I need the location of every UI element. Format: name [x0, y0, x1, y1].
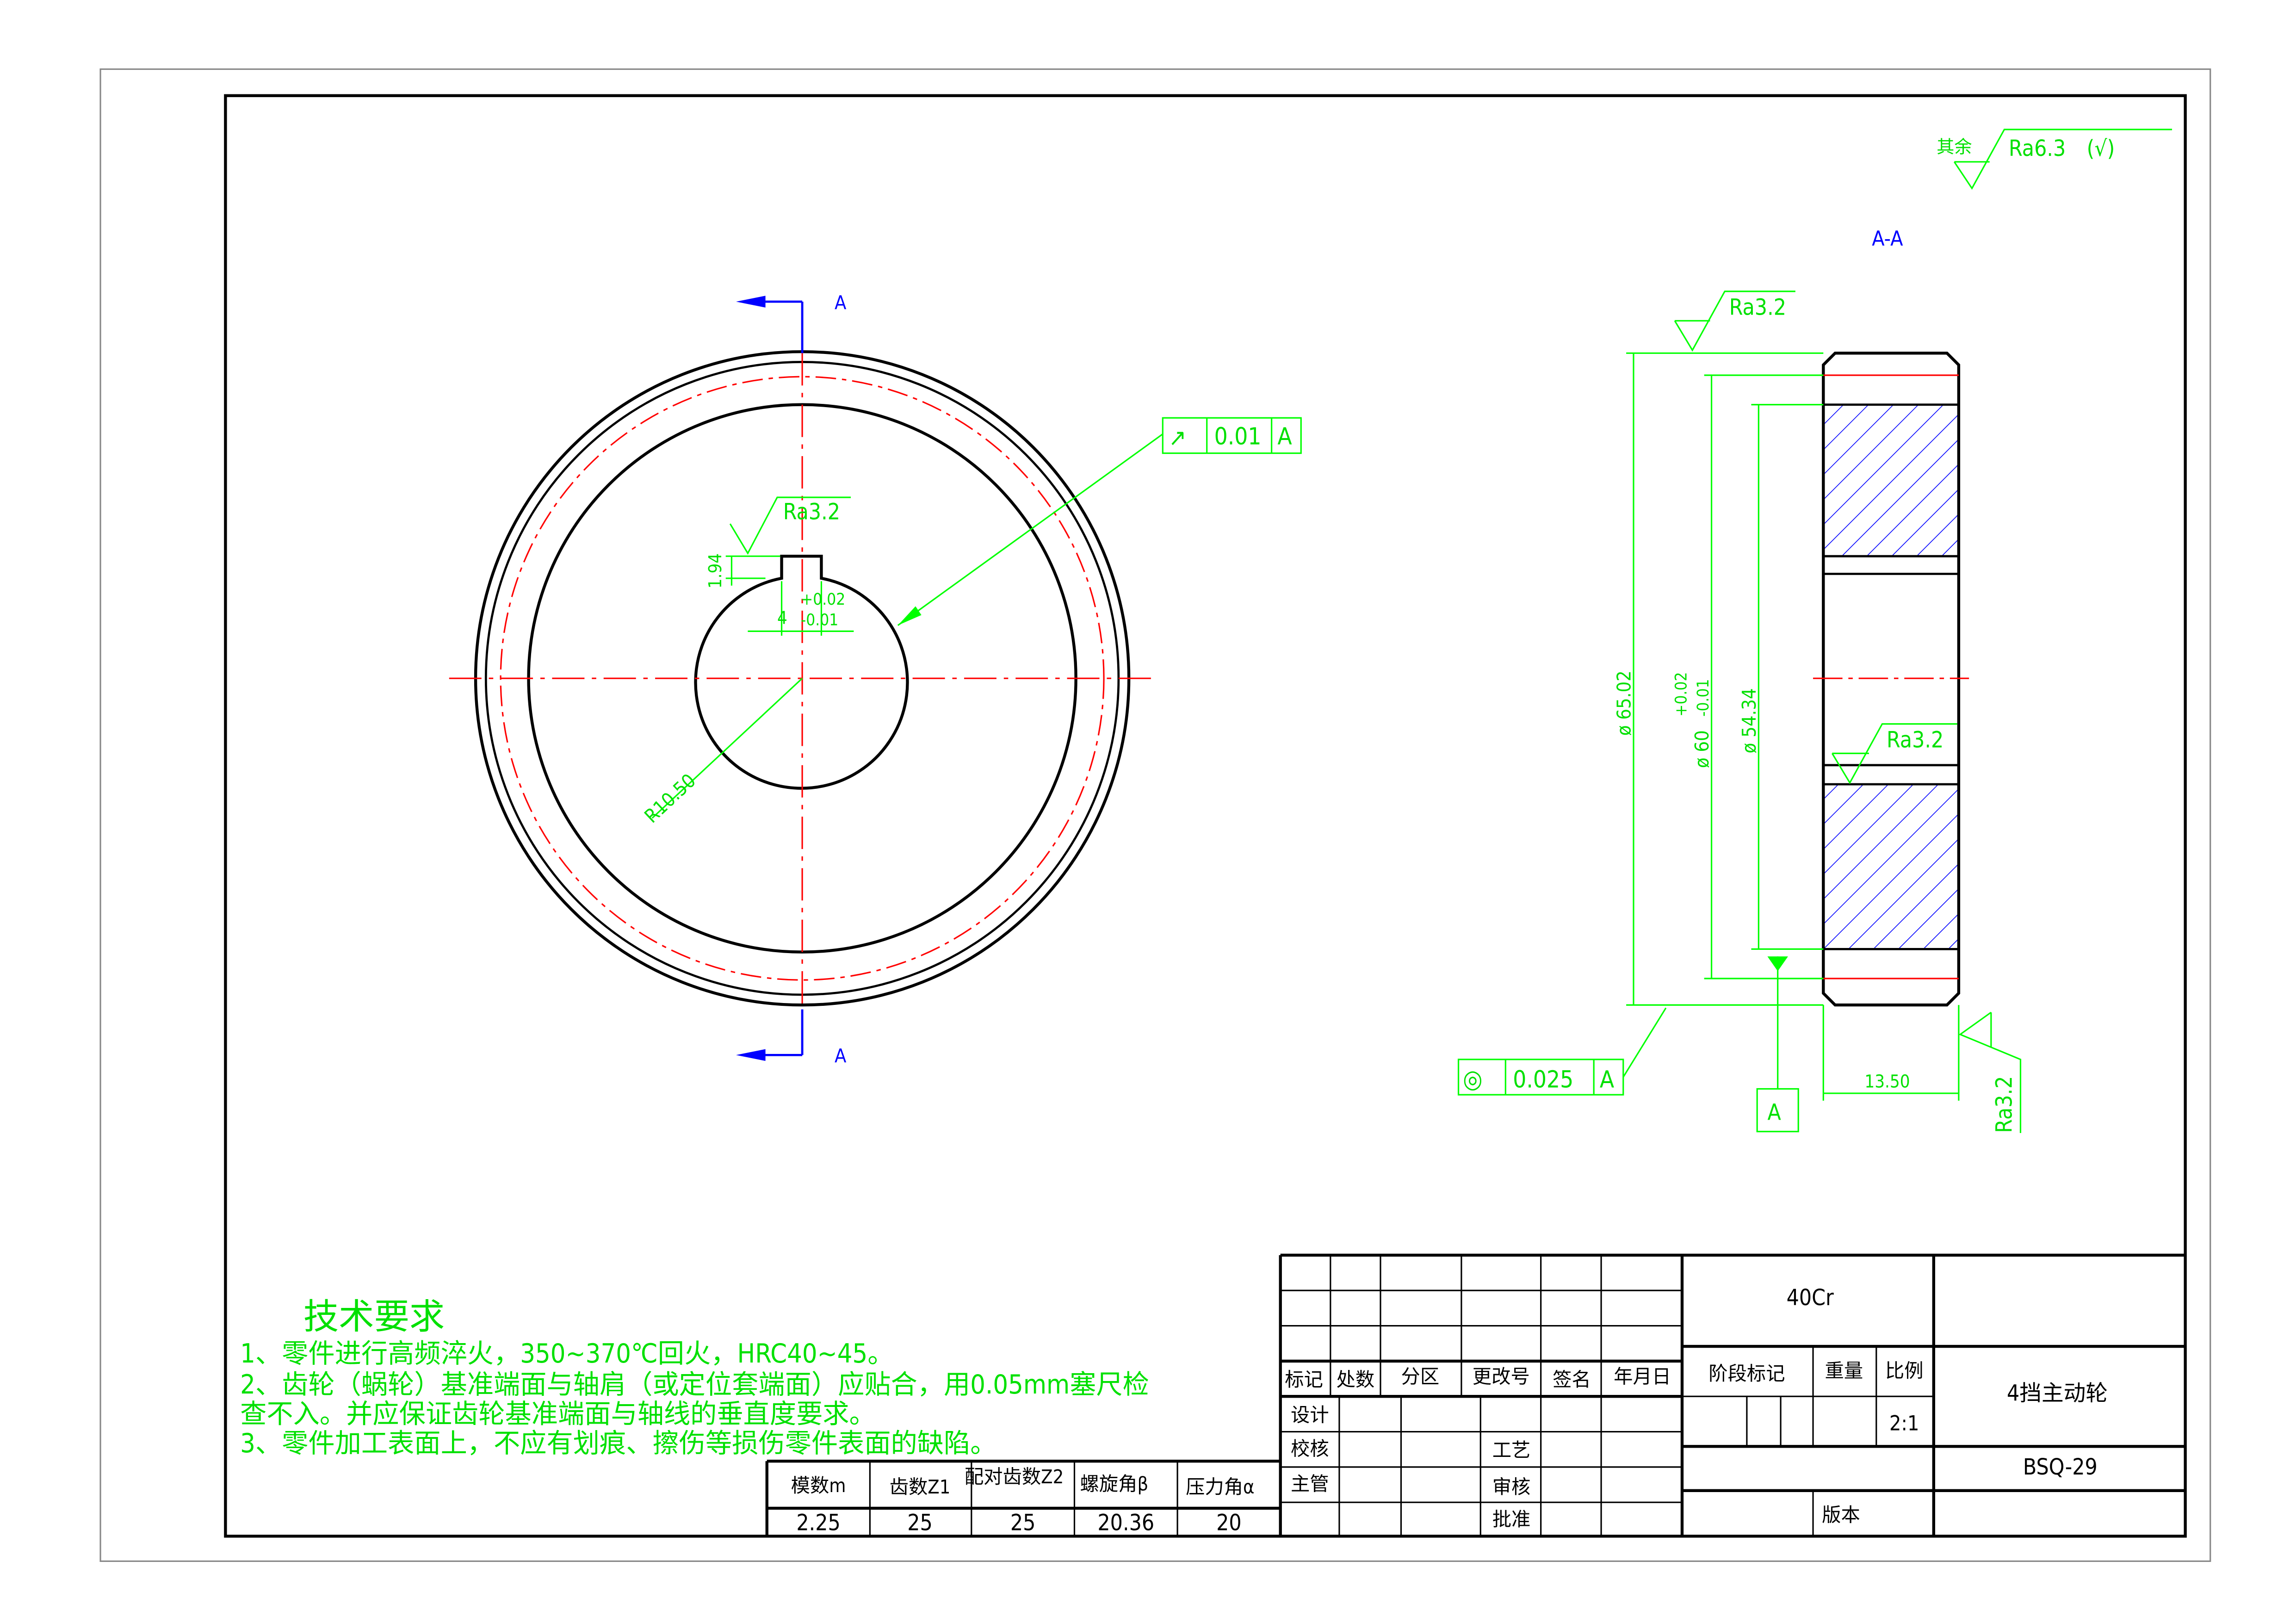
role-label: 审核 — [1492, 1476, 1531, 1498]
material: 40Cr — [1787, 1285, 1834, 1311]
rev-header: 更改号 — [1473, 1366, 1530, 1388]
roughness-prefix: 其余 — [1937, 137, 1972, 157]
gear-value: 20 — [1216, 1511, 1242, 1536]
keyway-roughness: Ra3.2 — [783, 500, 840, 525]
datum-label: A — [1767, 1100, 1781, 1125]
concentricity-value: 0.025 — [1513, 1065, 1573, 1093]
requirement-line: 3、零件加工表面上，不应有划痕、擦伤等损伤零件表面的缺陷。 — [240, 1428, 996, 1459]
keyway-tol-lower: -0.01 — [801, 611, 838, 630]
title-block: 标记 处数 分区 更改号 签名 年月日 设计 校核 主管 工艺 审核 批准 40… — [1279, 1253, 2185, 1536]
bore-radius-dim: R10.50 — [640, 769, 700, 827]
rev-header: 年月日 — [1614, 1366, 1671, 1388]
side-roughness: Ra3.2 — [1992, 1076, 2017, 1133]
keyway-height-dim: 1.94 — [705, 553, 725, 588]
drawing-number: BSQ-29 — [2023, 1455, 2098, 1480]
outer-diameter-dim: ø 65.02 — [1613, 670, 1635, 736]
runout-datum: A — [1277, 422, 1292, 450]
gear-header: 配对齿数Z2 — [965, 1466, 1064, 1488]
gear-header: 模数m — [791, 1474, 846, 1497]
concentricity-datum: A — [1600, 1065, 1614, 1093]
scale-label: 比例 — [1885, 1360, 1924, 1382]
gear-header: 齿数Z1 — [890, 1476, 951, 1498]
keyway-width-dim: 4 — [777, 607, 787, 628]
rev-header: 分区 — [1401, 1366, 1440, 1388]
scale-value: 2:1 — [1889, 1412, 1919, 1435]
keyway-tol-upper: +0.02 — [801, 590, 845, 609]
gear-value: 20.36 — [1097, 1511, 1154, 1536]
stage-mark-label: 阶段标记 — [1708, 1363, 1785, 1385]
sheet-border — [99, 68, 2211, 1562]
roughness-value: Ra6.3 — [2009, 136, 2066, 161]
front-view: A A Ra3.2 1.94 4 +0.02 -0.01 R10.50 ↗ 0.… — [449, 291, 1302, 1067]
tech-requirements: 技术要求 1、零件进行高频淬火，350~370℃回火，HRC40~45。 2、齿… — [240, 1296, 1149, 1459]
runout-symbol: ↗ — [1169, 424, 1186, 452]
role-label: 批准 — [1492, 1508, 1531, 1530]
requirement-line: 2、齿轮（蜗轮）基准端面与轴肩（或定位套端面）应贴合，用0.05mm塞尺检 — [240, 1369, 1149, 1400]
top-roughness: Ra3.2 — [1729, 295, 1786, 321]
role-label: 校核 — [1291, 1437, 1329, 1460]
role-label: 主管 — [1291, 1473, 1329, 1495]
roughness-suffix: (√) — [2087, 136, 2115, 161]
rev-header: 标记 — [1285, 1369, 1323, 1391]
rev-header: 处数 — [1337, 1369, 1375, 1391]
tech-requirements-title: 技术要求 — [303, 1296, 445, 1338]
gear-header: 压力角α — [1186, 1476, 1255, 1498]
weight-label: 重量 — [1825, 1360, 1863, 1382]
diameter-60-tol-lower: -0.01 — [1694, 679, 1713, 716]
section-view: ø 65.02 ø 60 +0.02 -0.01 ø 54.34 Ra3.2 R… — [1457, 291, 2022, 1133]
requirement-line: 1、零件进行高频淬火，350~370℃回火，HRC40~45。 — [240, 1338, 894, 1369]
gear-value: 25 — [1010, 1511, 1036, 1536]
diameter-60-dim: ø 60 — [1691, 730, 1713, 768]
drawing-frame — [224, 94, 2187, 1538]
concentricity-symbol: ◎ — [1463, 1064, 1482, 1093]
section-mark-bottom: A — [835, 1045, 847, 1067]
width-dim: 13.50 — [1864, 1071, 1910, 1091]
part-name: 4挡主动轮 — [2007, 1381, 2108, 1406]
diameter-60-tol-upper: +0.02 — [1672, 672, 1691, 716]
gear-value: 25 — [907, 1511, 933, 1536]
bore-roughness: Ra3.2 — [1887, 728, 1943, 753]
gear-parameter-table: 模数m 齿数Z1 配对齿数Z2 螺旋角β 压力角α 2.25 25 25 20.… — [765, 1459, 1281, 1536]
section-label: A-A — [1872, 227, 1903, 251]
requirement-line: 查不入。并应保证齿轮基准端面与轴线的垂直度要求。 — [240, 1399, 876, 1429]
gear-header: 螺旋角β — [1080, 1473, 1148, 1495]
rev-header: 签名 — [1553, 1369, 1591, 1391]
root-diameter-dim: ø 54.34 — [1738, 688, 1760, 753]
runout-value: 0.01 — [1214, 422, 1262, 450]
section-mark-top: A — [835, 291, 847, 314]
role-label: 设计 — [1291, 1404, 1329, 1426]
general-roughness: 其余 Ra6.3 (√) — [1937, 129, 2172, 190]
gear-value: 2.25 — [796, 1511, 841, 1536]
version-label: 版本 — [1822, 1504, 1860, 1526]
role-label: 工艺 — [1492, 1439, 1531, 1462]
